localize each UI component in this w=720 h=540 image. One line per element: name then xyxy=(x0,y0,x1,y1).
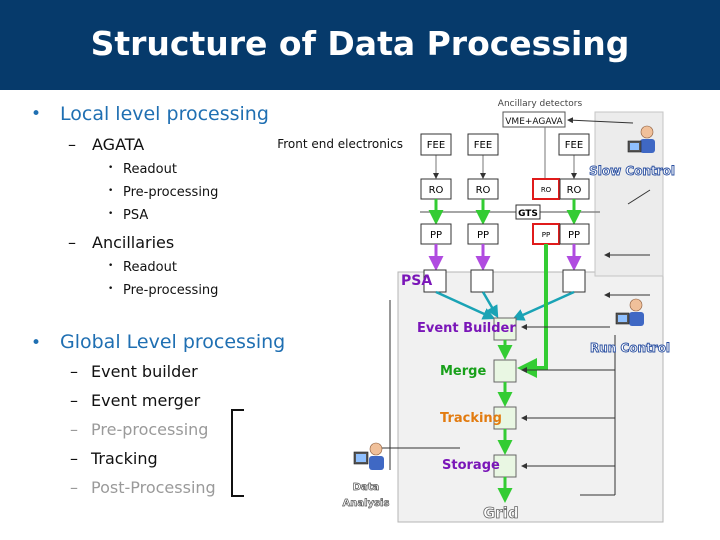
global-item-postprocessing: Post-Processing xyxy=(91,478,216,497)
fee-label-1: FEE xyxy=(427,140,445,151)
global-item-preprocessing: Pre-processing xyxy=(91,420,209,439)
global-dash-2: – xyxy=(70,391,78,410)
ro-label-ancillary-small: RO xyxy=(541,186,552,194)
storage-label: Storage xyxy=(442,458,500,473)
pp-label-ancillary-small: PP xyxy=(542,231,550,239)
global-processing-panel xyxy=(397,271,664,523)
global-item-event-merger: Event merger xyxy=(91,391,201,410)
gts-label: GTS xyxy=(518,209,538,219)
data-analysis-operator xyxy=(353,442,384,470)
ro-box-ancillary-small xyxy=(532,178,560,200)
data-analysis-label-line1: Data xyxy=(353,482,380,493)
agata-item-psa: PSA xyxy=(123,208,149,223)
slow-control-operator xyxy=(627,125,655,153)
tracking-label: Tracking xyxy=(440,411,502,426)
run-control-operator xyxy=(615,298,644,326)
gts-box xyxy=(515,204,541,220)
fee-label-3: FEE xyxy=(565,140,583,151)
ro-label-3: RO xyxy=(567,185,582,196)
global-item-event-builder: Event builder xyxy=(91,362,198,381)
ancillary-bullet-1: • xyxy=(108,261,114,271)
ancillary-item-preprocessing: Pre-processing xyxy=(123,283,219,298)
agata-item-readout: Readout xyxy=(123,162,177,177)
ro-label-1: RO xyxy=(429,185,444,196)
ancillary-detectors-label: Ancillary detectors xyxy=(498,99,583,109)
vme-agava-label: VME+AGAVA xyxy=(505,117,563,127)
agata-bullet-2: • xyxy=(108,186,114,196)
agata-item-preprocessing: Pre-processing xyxy=(123,185,219,200)
global-processing-heading: Global Level processing xyxy=(60,331,286,353)
merge-label: Merge xyxy=(440,364,486,379)
fee-box-3 xyxy=(558,133,590,156)
fee-box-2 xyxy=(467,133,499,156)
slow-control-label: Slow Control xyxy=(589,164,675,178)
agata-bullet-1: • xyxy=(108,163,114,173)
psa-label: PSA xyxy=(401,273,432,289)
psa-box-1 xyxy=(423,269,447,293)
title-bar: Structure of Data Processing xyxy=(0,0,720,90)
bullet-local: • xyxy=(31,104,42,124)
data-analysis-label-line2: Analysis xyxy=(343,498,390,509)
ancillary-merge-arrow xyxy=(517,244,548,378)
global-item-tracking: Tracking xyxy=(91,449,158,468)
global-dash-4: – xyxy=(70,449,78,468)
ro-label-2: RO xyxy=(476,185,491,196)
local-processing-heading: Local level processing xyxy=(60,103,269,125)
pp-label-3: PP xyxy=(568,230,580,241)
bullet-global: • xyxy=(31,333,42,353)
grid-label: Grid xyxy=(483,504,519,522)
event-builder-label: Event Builder xyxy=(417,321,516,336)
front-end-electronics-label: Front end electronics xyxy=(277,137,403,151)
pp-label-2: PP xyxy=(477,230,489,241)
merge-box xyxy=(493,359,517,383)
ancillary-bullet-2: • xyxy=(108,284,114,294)
pp-label-1: PP xyxy=(430,230,442,241)
psa-box-3 xyxy=(562,269,586,293)
fee-box-1 xyxy=(420,133,452,156)
run-control-label: Run Control xyxy=(590,341,670,355)
global-dash-1: – xyxy=(70,362,78,381)
agata-dash: – xyxy=(68,135,76,154)
fee-label-2: FEE xyxy=(474,140,492,151)
psa-box-2 xyxy=(470,269,494,293)
slow-control-panel xyxy=(594,111,664,277)
page-title: Structure of Data Processing xyxy=(90,24,630,63)
vme-agava-box xyxy=(502,111,566,128)
global-items-bracket xyxy=(231,409,244,497)
agata-label: AGATA xyxy=(92,135,145,154)
global-dash-5: – xyxy=(70,478,78,497)
agata-bullet-3: • xyxy=(108,209,114,219)
global-dash-3: – xyxy=(70,420,78,439)
ancillaries-label: Ancillaries xyxy=(92,233,175,252)
ancillary-item-readout: Readout xyxy=(123,260,177,275)
ancillaries-dash: – xyxy=(68,233,76,252)
